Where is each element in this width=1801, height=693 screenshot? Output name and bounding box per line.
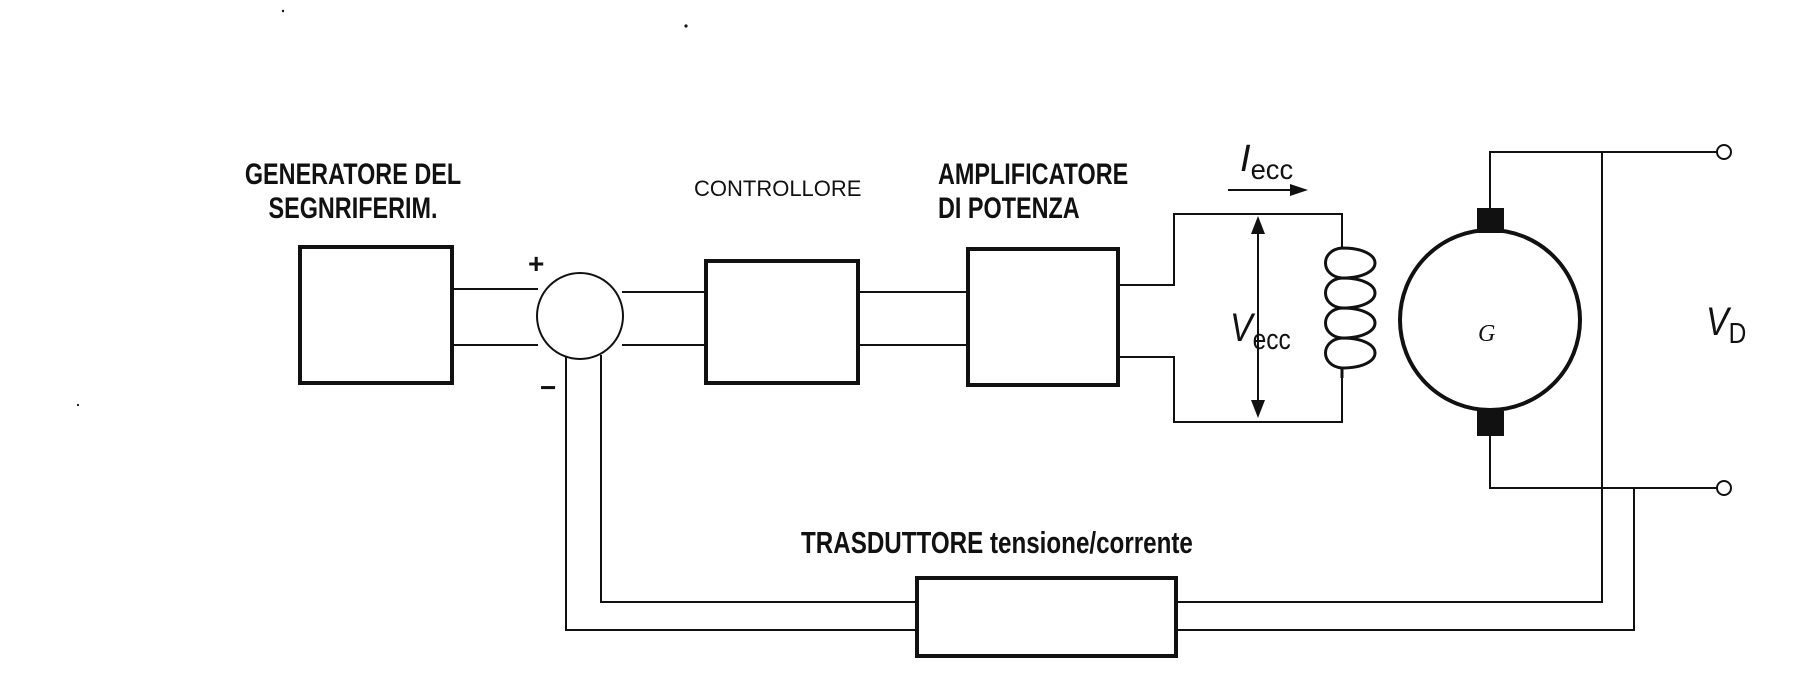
voltage-arrow-head-top	[1251, 216, 1265, 234]
feedback-wire-outer	[1176, 488, 1635, 631]
power-amplifier-block	[966, 247, 1120, 387]
output-terminal-top	[1716, 144, 1732, 160]
feedback-to-junction-inner	[600, 355, 917, 603]
excitation-current-main: I	[1240, 138, 1251, 180]
output-voltage-main: V	[1706, 300, 1729, 344]
feedback-to-junction-outer	[565, 357, 917, 631]
controller-label: CONTROLLORE	[694, 176, 862, 201]
excitation-wire-top	[1118, 213, 1343, 286]
summing-junction	[536, 272, 624, 360]
generator-brush-bottom	[1477, 411, 1504, 436]
excitation-voltage-subscript: ecc	[1252, 324, 1291, 357]
scan-speck	[684, 24, 688, 28]
generator-symbol-label: G	[1478, 321, 1496, 347]
reference-generator-block	[298, 245, 454, 385]
power-amplifier-label: AMPLIFICATORE DI POTENZA	[938, 158, 1182, 226]
generator-output-bottom-wire	[1489, 432, 1718, 489]
reference-generator-label-line-1: GENERATORE DEL	[244, 158, 462, 191]
excitation-current-symbol: Iecc	[1240, 138, 1293, 183]
scan-speck	[281, 9, 285, 13]
current-arrow-head	[1290, 184, 1308, 196]
scan-speck	[76, 403, 80, 407]
excitation-voltage-main: V	[1230, 306, 1253, 350]
transducer-label-text: TRASDUTTORE tensione/corrente	[801, 525, 1193, 560]
excitation-current-subscript: ecc	[1250, 153, 1294, 185]
power-amplifier-label-line-1: AMPLIFICATORE	[938, 158, 1129, 191]
power-amplifier-label-line-2: DI POTENZA	[938, 192, 1080, 225]
output-voltage-symbol: VD	[1706, 300, 1746, 348]
voltage-arrow-head-bottom	[1251, 400, 1265, 418]
field-coil	[1324, 246, 1377, 378]
junction-minus-sign: −	[540, 372, 557, 403]
transducer-label: TRASDUTTORE tensione/corrente	[801, 527, 1303, 558]
generator-output-top-wire	[1489, 151, 1718, 208]
output-terminal-bottom	[1716, 480, 1732, 496]
generator-brush-top	[1477, 208, 1504, 233]
output-voltage-subscript: D	[1728, 318, 1747, 351]
excitation-voltage-symbol: Vecc	[1230, 306, 1291, 354]
reference-generator-label: GENERATORE DEL SEGNRIFERIM.	[190, 158, 516, 226]
transducer-block	[915, 576, 1178, 658]
controller-block	[704, 259, 860, 385]
reference-generator-label-line-2: SEGNRIFERIM.	[268, 192, 438, 225]
excitation-wire-bottom	[1118, 356, 1343, 423]
feedback-wire-inner	[1176, 152, 1603, 603]
junction-plus-sign: +	[528, 248, 545, 279]
dc-generator	[1398, 228, 1582, 412]
